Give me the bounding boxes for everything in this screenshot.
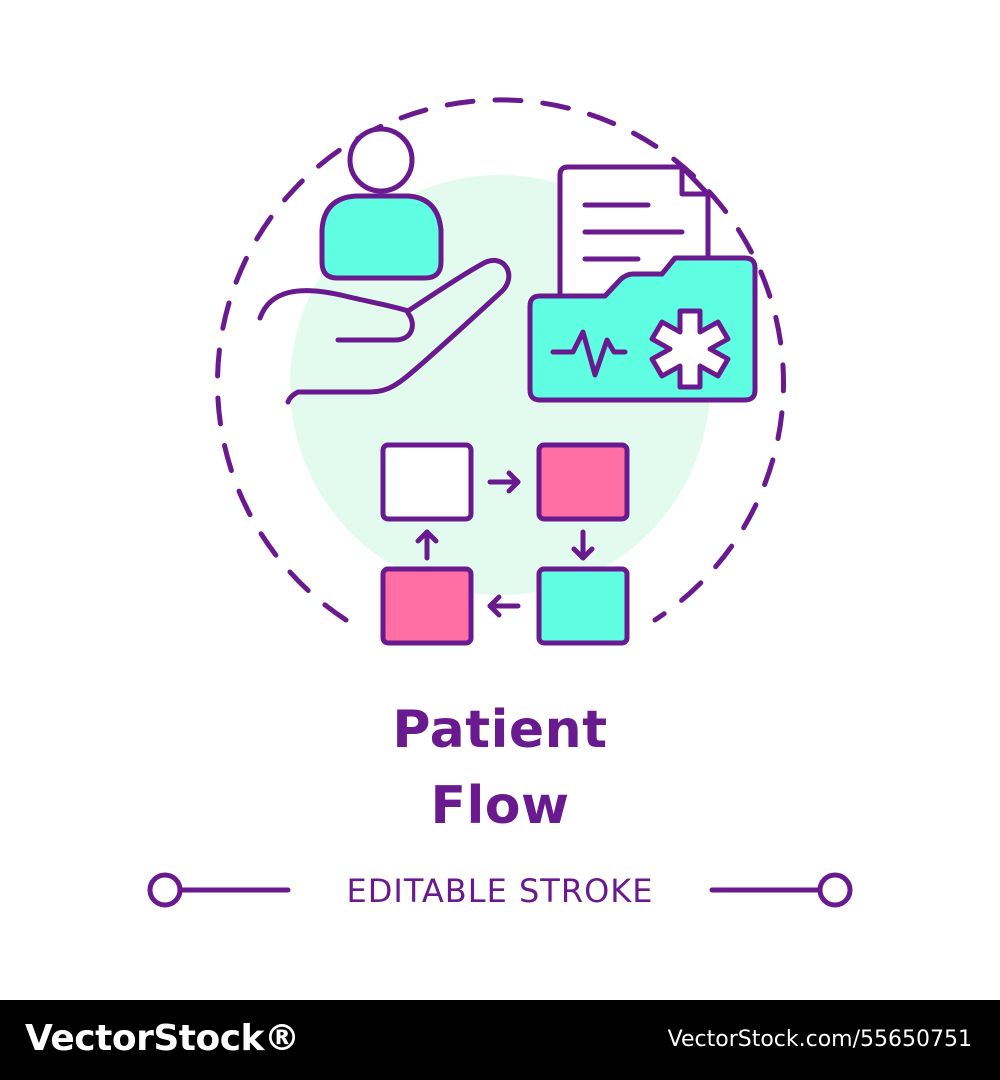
arrow-left-icon	[487, 594, 521, 618]
dashed-ring	[215, 97, 786, 623]
subtitle-text: EDITABLE STROKE	[346, 872, 654, 910]
footer-bar: VectorStock® VectorStock.com/55650751	[0, 1000, 1000, 1080]
person-body	[319, 193, 444, 281]
right-circle-icon	[817, 872, 853, 908]
hand-shape	[257, 257, 512, 405]
patient-flow-icon	[215, 97, 786, 646]
flow-box-top-left	[380, 442, 474, 522]
arrow-right-icon	[487, 470, 521, 494]
subtitle-row: EDITABLE STROKE	[0, 860, 1000, 924]
flow-box-top-right	[536, 442, 630, 522]
footer-image-id[interactable]: VectorStock.com/55650751	[667, 1027, 972, 1052]
arrow-up-icon	[415, 529, 439, 561]
person-head	[347, 126, 415, 194]
medical-asterisk-icon	[649, 308, 731, 390]
subtitle-decoration	[147, 872, 853, 908]
title-line-2: Flow	[430, 776, 570, 836]
title-line-1: Patient	[392, 700, 608, 760]
medical-folder-icon	[527, 164, 758, 403]
heartbeat-icon	[550, 329, 628, 378]
flow-cycle-diagram	[380, 442, 630, 646]
person-on-hand-icon	[257, 126, 512, 405]
flow-box-bottom-left	[380, 566, 474, 646]
footer-brand-logo[interactable]: VectorStock®	[25, 1018, 300, 1059]
hand-finger-line	[335, 310, 415, 343]
illustration-canvas: Patient Flow EDITABLE STROKE	[0, 97, 1000, 924]
flow-box-bottom-right	[536, 566, 630, 646]
arrow-down-icon	[571, 529, 595, 561]
document-corner	[679, 164, 711, 197]
